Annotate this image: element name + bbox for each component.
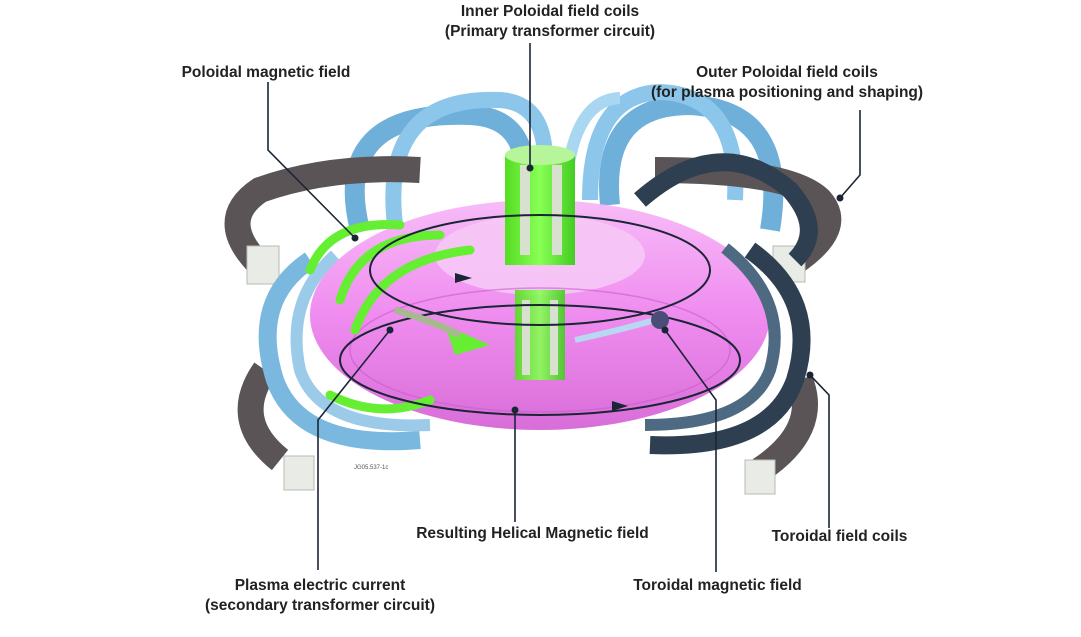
label-plasma-line2: (secondary transformer circuit) — [205, 597, 435, 614]
label-outer-line2: (for plasma positioning and shaping) — [650, 84, 924, 101]
label-plasma-line1: Plasma electric current — [234, 577, 406, 594]
label-outer-line1: Outer Poloidal field coils — [696, 64, 878, 81]
current-arrowhead — [612, 401, 628, 411]
leader-dots — [351, 164, 844, 414]
label-toroidal-field-text: Toroidal magnetic field — [633, 577, 802, 594]
coil-end-bottom-left — [283, 455, 315, 491]
central-solenoid — [505, 145, 575, 380]
label-inner-poloidal-coils: Inner Poloidal field coils (Primary tran… — [400, 2, 700, 42]
helical-arrowhead — [455, 273, 472, 283]
label-outer-poloidal-coils: Outer Poloidal field coils (for plasma p… — [612, 63, 962, 103]
label-toroidal-magnetic-field: Toroidal magnetic field — [590, 576, 845, 596]
label-helical-text: Resulting Helical Magnetic field — [416, 525, 649, 542]
outer-poloidal-coils — [224, 156, 842, 481]
coil-end-left — [246, 245, 280, 285]
coil-end-bottom-right — [744, 459, 776, 495]
front-toroidal-coils — [258, 153, 818, 455]
field-lines — [339, 214, 741, 416]
label-helical-field: Resulting Helical Magnetic field — [380, 524, 685, 544]
toroidal-field-arrow — [574, 317, 656, 343]
label-toroidal-coils-text: Toroidal field coils — [771, 528, 908, 545]
leader-lines — [267, 43, 861, 572]
label-poloidal-magnetic-field: Poloidal magnetic field — [150, 63, 382, 83]
poloidal-field-arrows — [305, 220, 475, 414]
label-poloidal-text: Poloidal magnetic field — [181, 64, 351, 81]
current-arrow — [394, 306, 462, 339]
label-plasma-current: Plasma electric current (secondary trans… — [170, 576, 470, 616]
label-inner-line1: Inner Poloidal field coils — [460, 3, 640, 20]
toroidal-field-end — [651, 311, 669, 329]
label-toroidal-field-coils: Toroidal field coils — [742, 527, 937, 547]
label-inner-line2: (Primary transformer circuit) — [444, 23, 656, 40]
figure-id-tag: JG05.537-1c — [354, 465, 389, 471]
